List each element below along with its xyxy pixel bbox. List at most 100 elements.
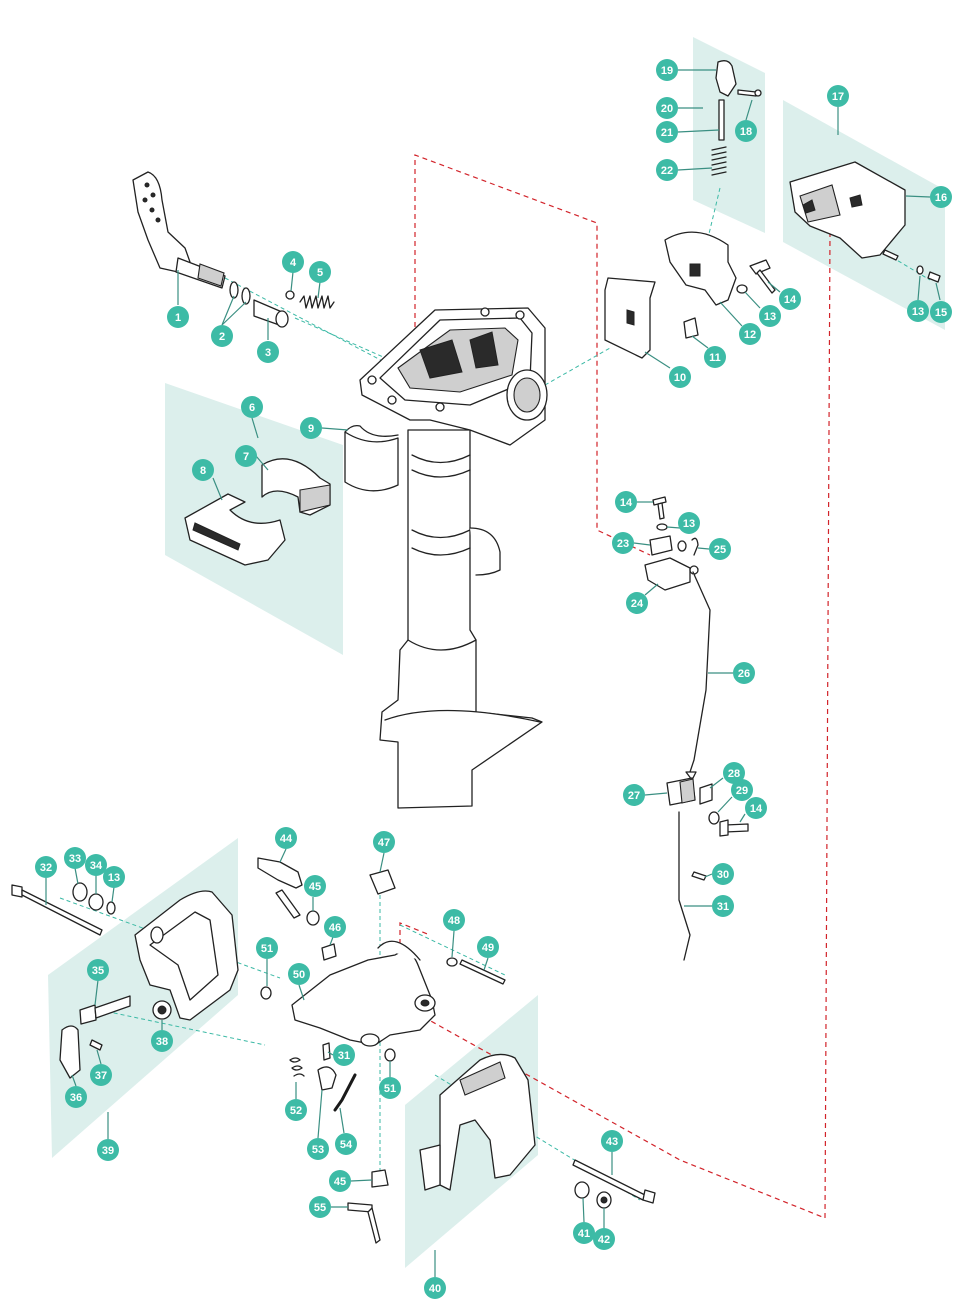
svg-text:22: 22: [661, 165, 673, 177]
callout-2: 2: [211, 295, 247, 347]
plate-part-28: [699, 783, 713, 805]
callout-15: 15: [930, 282, 952, 323]
assembly-line-clamp-screw: [99, 1009, 266, 1046]
assembly-line-steering-arm: [224, 277, 391, 366]
svg-text:42: 42: [598, 1234, 610, 1246]
svg-text:55: 55: [314, 1202, 326, 1214]
washer-part-13-small: [677, 540, 687, 552]
callout-layer: 1 2 3 4 5 6 7 8 9 10 11 12 13 14 13 15 1…: [35, 59, 952, 1299]
svg-text:45: 45: [309, 881, 321, 893]
svg-text:31: 31: [338, 1050, 350, 1062]
svg-text:31: 31: [717, 901, 729, 913]
arm-part-44: [257, 857, 303, 919]
svg-text:5: 5: [317, 267, 323, 279]
callout-4: 4: [282, 251, 304, 292]
callout-27: 27: [623, 784, 668, 806]
cowl-part-16: [789, 161, 906, 259]
handle-part-36: [59, 1025, 81, 1079]
svg-text:11: 11: [709, 352, 721, 364]
callout-13-left: 13: [103, 866, 125, 903]
callout-35: 35: [87, 959, 109, 1006]
svg-text:32: 32: [40, 862, 52, 874]
svg-text:12: 12: [744, 329, 756, 341]
callout-28: 28: [709, 762, 745, 789]
callout-11: 11: [691, 335, 726, 368]
block-part-11: [683, 317, 699, 339]
callout-25: 25: [697, 538, 731, 560]
svg-text:49: 49: [482, 942, 494, 954]
callout-54: 54: [335, 1107, 357, 1155]
svg-text:40: 40: [429, 1283, 441, 1295]
spring-part-22: [711, 146, 727, 176]
bolt-part-14-mid: [652, 496, 667, 520]
pin-part-30: [691, 871, 707, 881]
bushing-part-34: [88, 893, 104, 911]
callout-5: 5: [309, 261, 331, 299]
spring-part-5: [299, 295, 335, 309]
callout-13-mid: 13: [666, 512, 700, 534]
callout-38: 38: [151, 1020, 173, 1052]
drive-shaft-housing: [359, 307, 548, 809]
svg-text:35: 35: [92, 965, 104, 977]
group-panel-tiller-handle: [693, 37, 765, 233]
svg-text:30: 30: [717, 869, 729, 881]
svg-text:20: 20: [661, 103, 673, 115]
callout-39: 39: [97, 1112, 119, 1161]
callout-9: 9: [300, 417, 349, 439]
rod-part-31-long: [678, 811, 691, 961]
svg-text:17: 17: [832, 91, 844, 103]
svg-text:25: 25: [714, 544, 726, 556]
svg-text:10: 10: [674, 372, 686, 384]
washers-part-2: [229, 281, 251, 305]
svg-text:4: 4: [290, 257, 297, 269]
callout-55: 55: [309, 1196, 348, 1218]
callout-37: 37: [90, 1049, 112, 1086]
pin-part-37: [89, 1039, 103, 1051]
callout-40: 40: [424, 1250, 446, 1299]
svg-text:15: 15: [935, 307, 947, 319]
o-ring-part-4: [285, 290, 295, 300]
clamp-bracket-part-40: [419, 1053, 536, 1191]
lever-part-24: [644, 557, 699, 591]
block-part-47: [369, 869, 396, 895]
callout-7: 7: [235, 445, 269, 471]
washer-part-51-right: [384, 1048, 396, 1062]
svg-text:46: 46: [329, 922, 341, 934]
svg-text:9: 9: [308, 423, 314, 435]
callout-14-lower: 14: [739, 797, 767, 823]
callout-30: 30: [704, 863, 734, 885]
callout-16: 16: [905, 186, 952, 208]
callout-14-upper: 14: [767, 281, 801, 310]
callout-31-pin: 31: [327, 1044, 355, 1066]
swivel-bracket-part-50: [291, 940, 436, 1047]
svg-text:47: 47: [378, 837, 390, 849]
steering-arm-part-1: [132, 171, 226, 289]
svg-text:50: 50: [293, 969, 305, 981]
svg-text:13: 13: [683, 518, 695, 530]
clamp-screw-part-35: [79, 995, 131, 1025]
svg-text:14: 14: [620, 497, 633, 509]
clip-part-25: [691, 537, 699, 556]
assembly-line-red-lower: [399, 922, 431, 1025]
plate-part-23: [649, 535, 673, 556]
callout-48: 48: [443, 909, 465, 958]
callout-42: 42: [593, 1208, 615, 1250]
callout-41: 41: [573, 1197, 595, 1244]
assembly-line-bushing: [294, 317, 391, 361]
svg-text:23: 23: [617, 538, 629, 550]
pin-part-31-small: [322, 1042, 331, 1061]
callout-20: 20: [656, 97, 703, 119]
pin-part-18: [737, 89, 762, 97]
callout-32: 32: [35, 856, 57, 905]
svg-text:51: 51: [261, 943, 273, 955]
callout-44: 44: [275, 827, 297, 863]
svg-text:38: 38: [156, 1036, 168, 1048]
spring-part-52: [289, 1057, 305, 1077]
bolt-part-49: [459, 959, 506, 985]
lever-part-55: [347, 1202, 381, 1244]
clamp-bracket-part-39: [134, 890, 239, 1021]
washer-part-13-mid: [656, 523, 668, 531]
rod-part-21: [718, 99, 725, 141]
nipple-part-46: [321, 943, 337, 961]
assembly-line-red-right: [419, 231, 831, 1219]
